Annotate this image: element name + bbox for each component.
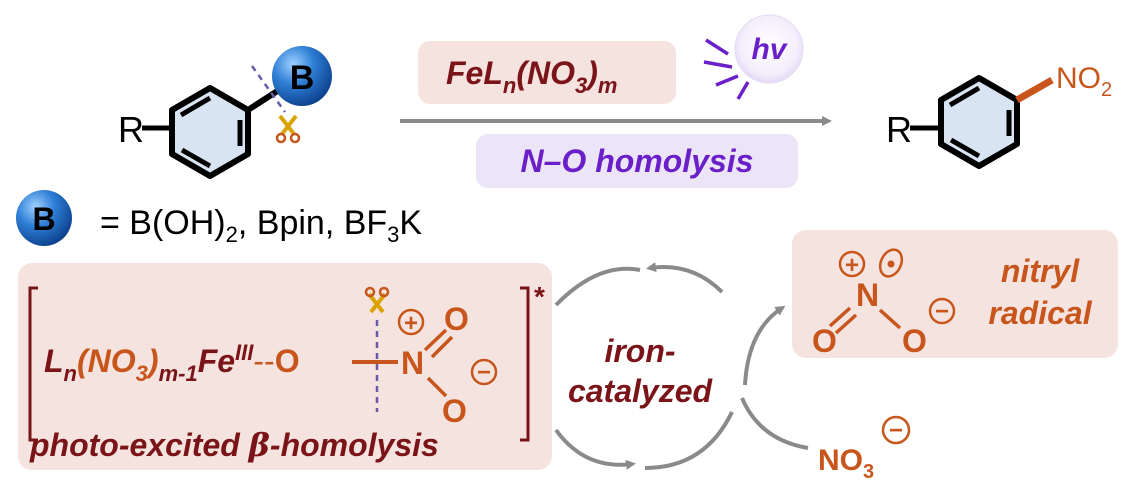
nitrate-formula: NO3: [818, 444, 874, 483]
n-o-single-bond: [878, 308, 902, 330]
cycle-branch-out: [743, 305, 786, 386]
reagent-formula: FeLn(NO3)m: [446, 55, 617, 98]
light-hv-icon: hv: [703, 14, 804, 100]
excited-complex-box: [18, 263, 552, 470]
reagent-box: [418, 41, 676, 104]
boron-ball-icon: [272, 46, 332, 106]
complex-formula: Ln(NO3)m-1FeIII--O: [44, 340, 300, 386]
product-benzene-ring: [938, 75, 1020, 169]
reactant-structure: R B: [118, 46, 332, 179]
radical-orbital-icon: [878, 248, 904, 278]
cycle-label-line2: catalyzed: [568, 373, 714, 409]
product-no2-label: NO2: [1056, 62, 1112, 101]
reactant-benzene-ring: [169, 85, 251, 179]
cycle-arc-bottom-right: [644, 411, 734, 470]
condition-box: [476, 134, 798, 188]
bracket-left: [28, 286, 38, 442]
nitrate-n-atom: N: [401, 345, 424, 381]
plus-charge-icon: [397, 308, 425, 336]
product-double-bond: [949, 137, 981, 159]
minus-charge-icon: [881, 415, 911, 445]
nitrate-o-top: O: [444, 301, 469, 337]
reactant-r-label: R: [118, 109, 144, 150]
boron-definition-text: = B(OH)2, Bpin, BF3K: [100, 204, 422, 247]
n-o-double-bond: [430, 335, 454, 359]
reactant-double-bond: [180, 147, 212, 169]
nitrate-anion: NO3 −: [818, 415, 911, 483]
cycle-label-line1: iron-: [604, 333, 675, 369]
nitryl-label-line2: radical: [988, 295, 1092, 331]
product-double-bond: [948, 85, 981, 108]
radical-electron-dot: [887, 260, 895, 268]
n-o-double-bond: [423, 328, 448, 352]
n-o-single-bond: [426, 376, 448, 398]
cycle-arc-bottom: [554, 428, 636, 470]
cycle-arc-top-right: [646, 262, 724, 294]
minus-charge-sign: −: [935, 298, 949, 325]
n-o-double-bond: [834, 313, 858, 335]
nitryl-radical-box: [792, 230, 1118, 358]
reactant-c-b-bond: [246, 85, 284, 113]
boron-definition: B = B(OH)2, Bpin, BF3K: [16, 190, 422, 247]
condition-label: N–O homolysis: [521, 143, 754, 179]
nitryl-label-line1: nitryl: [1001, 253, 1080, 289]
product-structure: R NO2: [886, 62, 1112, 169]
boron-ball-letter: B: [32, 201, 55, 237]
cycle-branch-in: [740, 397, 809, 450]
minus-charge-icon: [928, 297, 956, 325]
nitryl-o-left: O: [812, 323, 837, 359]
minus-charge-sign: −: [477, 359, 491, 386]
product-c-n-bond: [1015, 76, 1054, 104]
n-o-double-bond: [828, 306, 852, 328]
nitryl-o-right: O: [902, 323, 927, 359]
product-r-label: R: [886, 109, 912, 150]
minus-charge-sign: −: [889, 417, 903, 444]
bracket-right: [520, 286, 530, 442]
nitrate-o-bottom: O: [442, 393, 467, 429]
scissors-icon: [275, 114, 301, 144]
plus-charge-sign: +: [845, 252, 859, 279]
cleavage-dashed-line: [250, 65, 287, 113]
nitryl-n-atom: N: [856, 277, 879, 313]
complex-caption: photo-excited β-homolysis: [29, 426, 439, 464]
minus-charge-icon: [470, 358, 498, 386]
boron-ball-icon: [16, 190, 72, 246]
reactant-double-bond: [179, 95, 212, 118]
cycle-arc-top: [554, 266, 641, 307]
excited-star: *: [534, 281, 545, 312]
nitryl-radical-structure: + N O O −: [812, 248, 956, 359]
hv-label: hv: [751, 33, 788, 66]
scissors-icon: [364, 286, 390, 314]
plus-charge-sign: +: [404, 310, 418, 337]
plus-charge-icon: [838, 250, 866, 278]
boron-ball-letter: B: [290, 59, 315, 97]
catalytic-cycle: iron- catalyzed: [554, 262, 809, 470]
